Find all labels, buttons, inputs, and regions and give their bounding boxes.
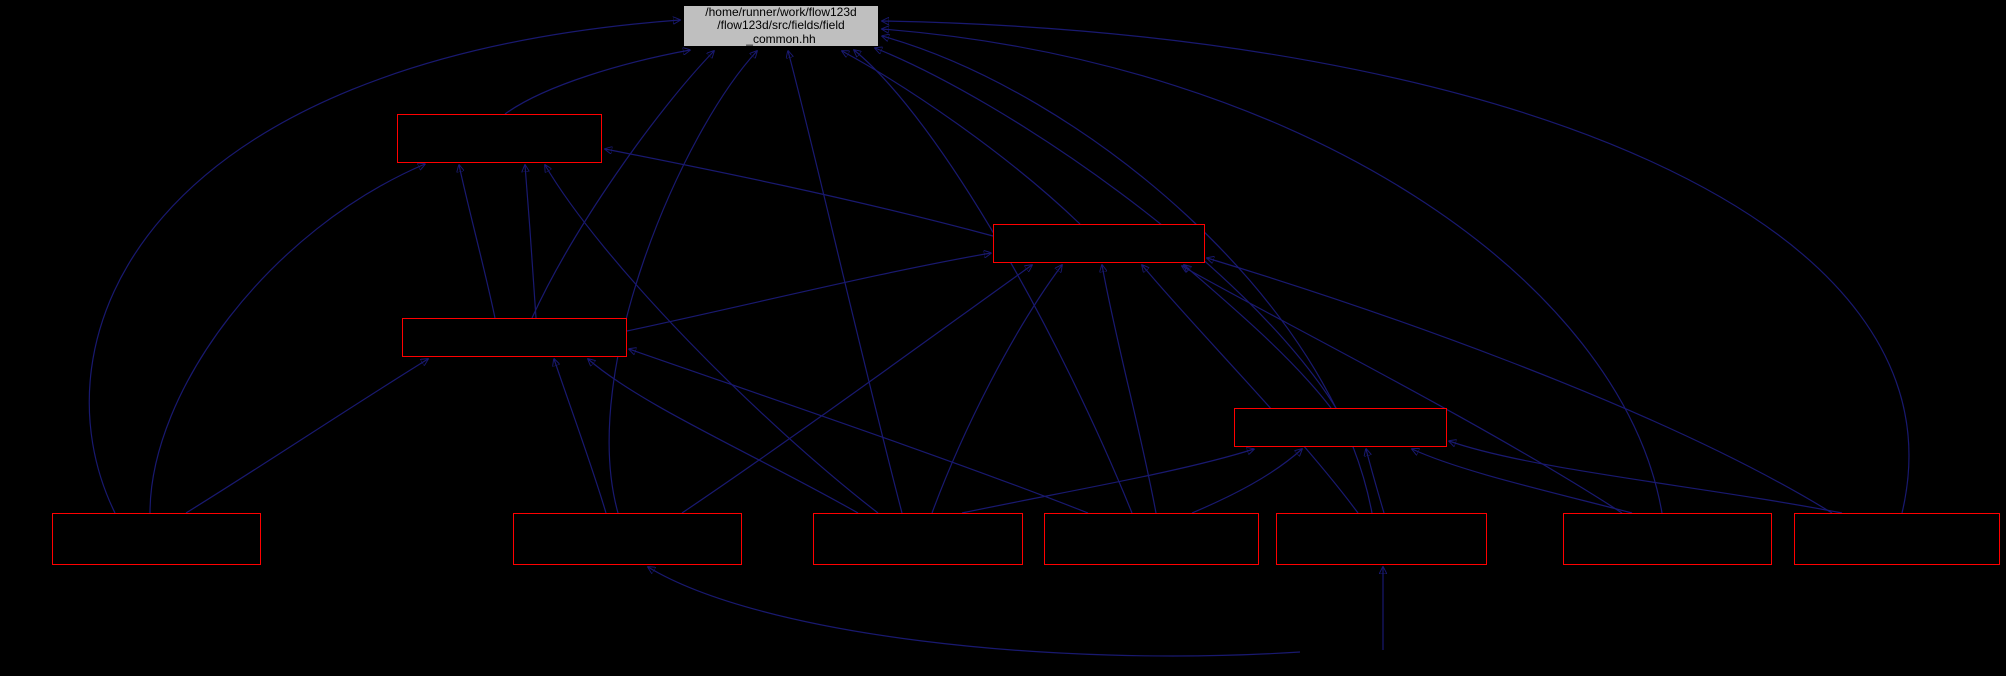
- red-node-4[interactable]: [1234, 408, 1447, 447]
- graph-edge: [554, 359, 607, 514]
- red-node-3[interactable]: [402, 318, 627, 357]
- red-node-6[interactable]: [513, 513, 742, 565]
- graph-edge: [1207, 258, 1833, 514]
- graph-edge: [626, 253, 991, 332]
- graph-edge: [545, 165, 879, 514]
- graph-edge: [882, 21, 1910, 514]
- node-field-common-hh[interactable]: /home/runner/work/flow123d /flow123d/src…: [683, 5, 879, 47]
- graph-edge: [588, 359, 859, 514]
- graph-edge: [525, 165, 537, 319]
- graph-edge: [605, 149, 994, 237]
- graph-edge: [1102, 265, 1157, 514]
- graph-edge: [531, 51, 714, 319]
- red-node-7[interactable]: [813, 513, 1023, 565]
- graph-edge: [1142, 265, 1359, 514]
- red-node-5[interactable]: [52, 513, 261, 565]
- graph-edge: [504, 50, 690, 115]
- node-field-common-hh-label: /home/runner/work/flow123d /flow123d/src…: [705, 4, 857, 46]
- graph-edge: [149, 164, 425, 514]
- graph-edge: [1184, 265, 1332, 409]
- red-node-11[interactable]: [1794, 513, 2000, 565]
- graph-edge: [961, 449, 1254, 514]
- graph-edge: [185, 359, 428, 514]
- graph-edge: [1366, 449, 1385, 514]
- graph-edge: [681, 265, 1032, 514]
- red-node-10[interactable]: [1563, 513, 1772, 565]
- graph-edge: [1449, 441, 1843, 514]
- graph-edge: [854, 50, 1133, 514]
- graph-edge: [648, 567, 1301, 657]
- graph-edge: [1191, 449, 1302, 514]
- graph-edge: [459, 165, 496, 319]
- red-node-2[interactable]: [993, 224, 1205, 263]
- red-node-1[interactable]: [397, 114, 602, 163]
- graph-edge: [875, 48, 1337, 409]
- graph-edge: [842, 51, 1081, 225]
- graph-edge: [608, 51, 757, 514]
- red-node-9[interactable]: [1276, 513, 1487, 565]
- graph-edge: [931, 265, 1062, 514]
- graph-edge: [88, 20, 680, 514]
- red-node-8[interactable]: [1044, 513, 1259, 565]
- graph-edge: [882, 29, 1663, 514]
- graph-edge: [1182, 266, 1623, 514]
- graph-edge: [1412, 449, 1633, 514]
- graph-edge: [629, 349, 1089, 514]
- graph-edge: [788, 51, 903, 514]
